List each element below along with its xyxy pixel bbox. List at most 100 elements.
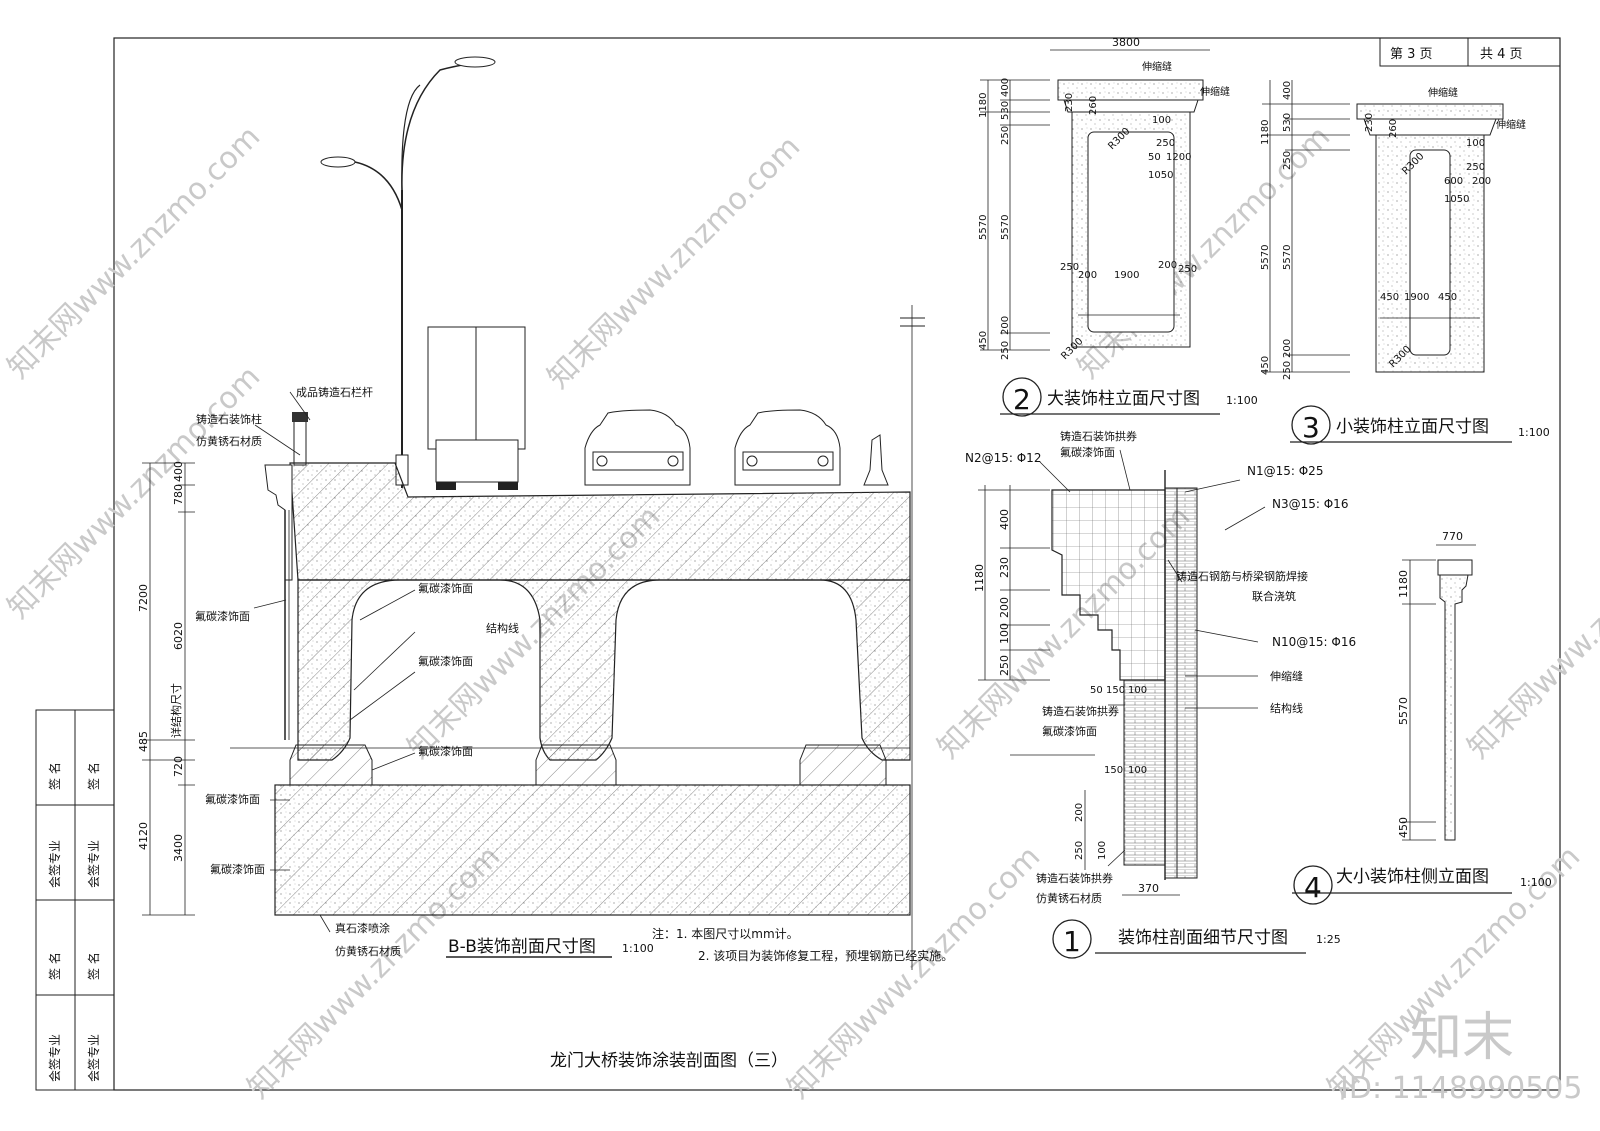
detail1-drawing bbox=[978, 449, 1266, 896]
label-fluoro-1: 氟碳漆饰面 bbox=[195, 609, 250, 623]
d3-dim-400: 400 bbox=[1282, 81, 1293, 100]
sig-label-8: 会签专业 bbox=[86, 1034, 101, 1082]
d1-dim-150b: 150 bbox=[1104, 765, 1123, 776]
d3-dim-200b: 200 bbox=[1472, 176, 1491, 187]
d1-dim-50: 50 bbox=[1090, 685, 1103, 696]
label-imitation-stone-1: 仿黄锈石材质 bbox=[196, 434, 262, 448]
label-fluoro-2: 氟碳漆饰面 bbox=[418, 581, 473, 595]
d3-dim-250: 250 bbox=[1282, 151, 1293, 170]
d3-dim-1900: 1900 bbox=[1404, 292, 1429, 303]
d2-dim-250d: 250 bbox=[1060, 262, 1079, 273]
label-fluoro-3: 氟碳漆饰面 bbox=[418, 654, 473, 668]
d1-dim-100d: 100 bbox=[1097, 841, 1108, 860]
d1-dim-100: 100 bbox=[998, 623, 1011, 644]
d3-dim-1050: 1050 bbox=[1444, 194, 1469, 205]
d2-dim-250b: 250 bbox=[1000, 341, 1011, 360]
d1-dim-400: 400 bbox=[998, 509, 1011, 530]
section-bb-title: B-B装饰剖面尺寸图 bbox=[448, 937, 596, 957]
sheet-title: 龙门大桥装饰涂装剖面图（三） bbox=[550, 1051, 788, 1071]
d3-dim-5570-a: 5570 bbox=[1260, 245, 1271, 270]
detail4-title: 大小装饰柱侧立面图 bbox=[1336, 867, 1489, 887]
section-bb-scale: 1:100 bbox=[622, 942, 654, 955]
detail4-callout bbox=[1293, 865, 1333, 905]
d1-dim-1180: 1180 bbox=[973, 564, 986, 592]
d2-dim-450: 450 bbox=[978, 331, 989, 350]
d1-dim-230: 230 bbox=[998, 557, 1011, 578]
d2-joint-2: 伸缩缝 bbox=[1200, 85, 1230, 98]
d3-dim-100: 100 bbox=[1466, 138, 1485, 149]
label-imitation-stone-2: 仿黄锈石材质 bbox=[335, 944, 401, 958]
section-bb-note-2: 2. 该项目为装饰修复工程，预埋钢筋已经实施。 bbox=[698, 948, 953, 963]
d1-dim-370: 370 bbox=[1138, 882, 1159, 895]
d1-label-arch-top: 铸造石装饰拱券 bbox=[1060, 429, 1137, 443]
watermark-brand-logo: 知末 bbox=[1410, 1008, 1514, 1068]
d3-dim-1180: 1180 bbox=[1260, 120, 1271, 145]
d4-dim-450: 450 bbox=[1397, 817, 1410, 838]
d1-dim-100c: 100 bbox=[1128, 765, 1147, 776]
d1-label-arch-bottom: 铸造石装饰拱券 bbox=[1036, 871, 1113, 885]
d3-joint-2: 伸缩缝 bbox=[1496, 118, 1526, 131]
sig-label-6: 签 名 bbox=[86, 952, 101, 980]
d3-dim-450: 450 bbox=[1260, 356, 1271, 375]
label-real-stone: 真石漆喷涂 bbox=[335, 921, 390, 935]
d1-dim-150: 150 bbox=[1106, 685, 1125, 696]
d2-dim-5570-b: 5570 bbox=[1000, 215, 1011, 240]
section-bb-note-1: 注：1. 本图尺寸以mm计。 bbox=[652, 926, 799, 941]
watermark-7: 知末网www.znzmo.com bbox=[1461, 499, 1600, 765]
dim-bb-6020: 6020 bbox=[172, 622, 185, 650]
d3-joint: 伸缩缝 bbox=[1428, 86, 1458, 99]
d2-dim-1200: 1200 bbox=[1166, 152, 1191, 163]
d1-label-fluoro-top: 氟碳漆饰面 bbox=[1060, 445, 1115, 459]
d4-dim-770: 770 bbox=[1442, 530, 1463, 543]
d1-dim-200b: 200 bbox=[1074, 803, 1085, 822]
d2-dim-400: 400 bbox=[1000, 78, 1011, 97]
d2-dim-5570-a: 5570 bbox=[978, 215, 989, 240]
detail2-drawing bbox=[980, 49, 1210, 351]
detail3-title: 小装饰柱立面尺寸图 bbox=[1336, 417, 1489, 437]
detail2-scale: 1:100 bbox=[1226, 394, 1258, 407]
d1-dim-250b: 250 bbox=[1074, 841, 1085, 860]
detail3-drawing bbox=[1262, 80, 1504, 373]
d3-dim-230: 230 bbox=[1364, 113, 1375, 132]
detail1-callout bbox=[1052, 919, 1092, 959]
dim-bb-780: 780 bbox=[172, 484, 185, 505]
d3-dim-5570-b: 5570 bbox=[1282, 245, 1293, 270]
dim-bb-4120: 4120 bbox=[137, 822, 150, 850]
d2-joint: 伸缩缝 bbox=[1142, 60, 1172, 73]
d1-dim-100b: 100 bbox=[1128, 685, 1147, 696]
detail2-number: 2 bbox=[1013, 383, 1031, 416]
d2-dim-200c: 200 bbox=[1158, 260, 1177, 271]
d3-dim-250c: 250 bbox=[1466, 162, 1485, 173]
detail1-scale: 1:25 bbox=[1316, 933, 1341, 946]
label-fluoro-6: 氟碳漆饰面 bbox=[210, 862, 265, 876]
d2-dim-260: 260 bbox=[1088, 96, 1099, 115]
dim-bb-400: 400 bbox=[172, 461, 185, 482]
detail2-title: 大装饰柱立面尺寸图 bbox=[1047, 389, 1200, 409]
sig-label-7: 会签专业 bbox=[47, 1034, 62, 1082]
d1-rebar-n3: N3@15: Φ16 bbox=[1272, 497, 1348, 511]
detail3-callout bbox=[1291, 405, 1331, 445]
label-fluoro-5: 氟碳漆饰面 bbox=[205, 792, 260, 806]
d2-dim-100: 100 bbox=[1152, 115, 1171, 126]
sig-label-1: 签 名 bbox=[47, 762, 62, 790]
label-structure-line: 结构线 bbox=[486, 621, 519, 635]
d1-dim-200: 200 bbox=[998, 597, 1011, 618]
d3-dim-450b: 450 bbox=[1380, 292, 1399, 303]
d3-dim-450c: 450 bbox=[1438, 292, 1457, 303]
d1-rebar-n1: N1@15: Φ25 bbox=[1247, 464, 1323, 478]
section-bb-drawing bbox=[142, 56, 925, 970]
d1-label-arch-mid: 铸造石装饰拱券 bbox=[1042, 704, 1119, 718]
drawing-frame bbox=[113, 37, 1561, 1091]
d2-dim-50: 50 bbox=[1148, 152, 1161, 163]
d2-dim-250: 250 bbox=[1000, 126, 1011, 145]
label-railing: 成品铸造石栏杆 bbox=[296, 385, 373, 399]
d3-dim-600: 600 bbox=[1444, 176, 1463, 187]
d1-label-imitation: 仿黄锈石材质 bbox=[1036, 891, 1102, 905]
detail3-number: 3 bbox=[1302, 411, 1320, 444]
watermark-2: 知末网www.znzmo.com bbox=[541, 129, 807, 395]
dim-bb-720: 720 bbox=[172, 756, 185, 777]
page-total: 共 4 页 bbox=[1480, 47, 1523, 62]
watermark-3: 知末网www.znzmo.com bbox=[1, 359, 267, 625]
dim-bb-7200: 7200 bbox=[137, 584, 150, 612]
